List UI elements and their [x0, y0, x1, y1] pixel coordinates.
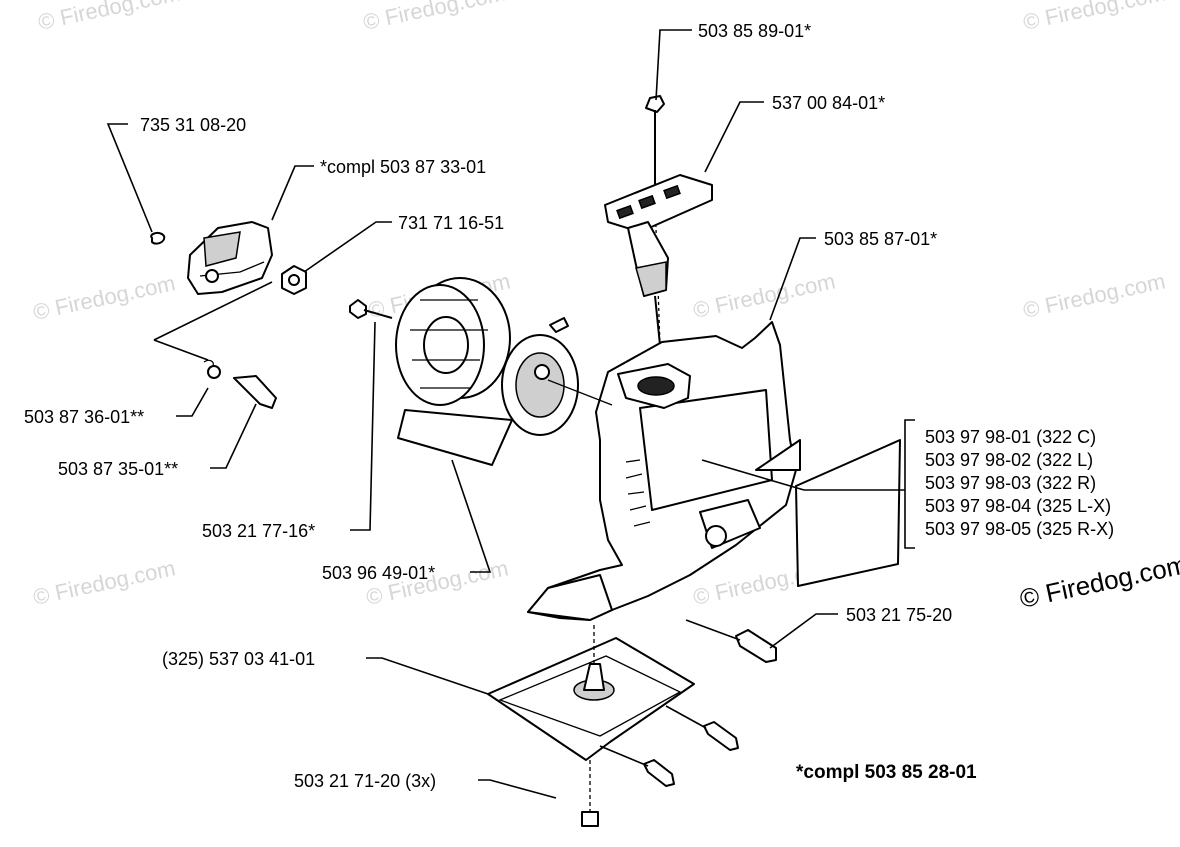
label-503-21-71-20: 503 21 71-20 (3x) — [294, 771, 436, 791]
label-503-21-77-16: 503 21 77-16* — [202, 521, 315, 541]
decal-variant: 503 97 98-03 (322 R) — [925, 473, 1096, 493]
starter-handle-drawing — [604, 174, 713, 346]
label-503-21-75-20: 503 21 75-20 — [846, 605, 952, 625]
screw-drawings — [581, 629, 777, 827]
label-503-96-49-01: 503 96 49-01* — [322, 563, 435, 583]
watermark: © Firedog.com — [1021, 0, 1168, 35]
starter-cover-drawing — [150, 221, 273, 295]
spring-cassette-drawing — [501, 317, 613, 436]
label-537-00-84-01: 537 00 84-01* — [772, 93, 885, 113]
starter-housing-drawing — [527, 321, 801, 621]
decal-variant: 503 97 98-01 (322 C) — [925, 427, 1096, 447]
label-503-87-35-01: 503 87 35-01** — [58, 459, 178, 479]
decal-variant: 503 97 98-04 (325 L-X) — [925, 496, 1111, 516]
rope-pulley-drawing — [395, 277, 513, 466]
label-503-85-87-01: 503 85 87-01* — [824, 229, 937, 249]
watermark: © Firedog.com — [691, 268, 838, 323]
watermark: © Firedog.com — [31, 270, 178, 325]
label-503-87-36-01: 503 87 36-01** — [24, 407, 144, 427]
label-compl-503-87-33-01: *compl 503 87 33-01 — [320, 157, 486, 177]
label-735-31-08-20: 735 31 08-20 — [140, 115, 246, 135]
label-503-85-89-01: 503 85 89-01* — [698, 21, 811, 41]
watermark: © Firedog.com — [361, 0, 508, 35]
watermark: © Firedog.com — [36, 0, 183, 35]
part-labels: 503 85 89-01* 537 00 84-01* 735 31 08-20… — [24, 21, 1114, 791]
watermark-corner: © Firedog.com — [1017, 549, 1180, 614]
bottom-plate-drawing — [487, 625, 695, 761]
pawl-spring-drawing — [203, 359, 277, 409]
watermark: © Firedog.com — [31, 555, 178, 610]
nut-drawing — [281, 265, 307, 295]
decal-variant-list: 503 97 98-01 (322 C) 503 97 98-02 (322 L… — [925, 427, 1114, 539]
label-731-71-16-51: 731 71 16-51 — [398, 213, 504, 233]
decal-drawing — [795, 439, 901, 587]
bolt-drawing — [349, 299, 393, 319]
leader-lines — [106, 29, 915, 799]
label-325-537-03-41-01: (325) 537 03 41-01 — [162, 649, 315, 669]
decal-variant: 503 97 98-05 (325 R-X) — [925, 519, 1114, 539]
watermark: © Firedog.com — [1021, 268, 1168, 323]
label-compl-503-85-28-01: *compl 503 85 28-01 — [796, 762, 977, 783]
decal-variant: 503 97 98-02 (322 L) — [925, 450, 1093, 470]
